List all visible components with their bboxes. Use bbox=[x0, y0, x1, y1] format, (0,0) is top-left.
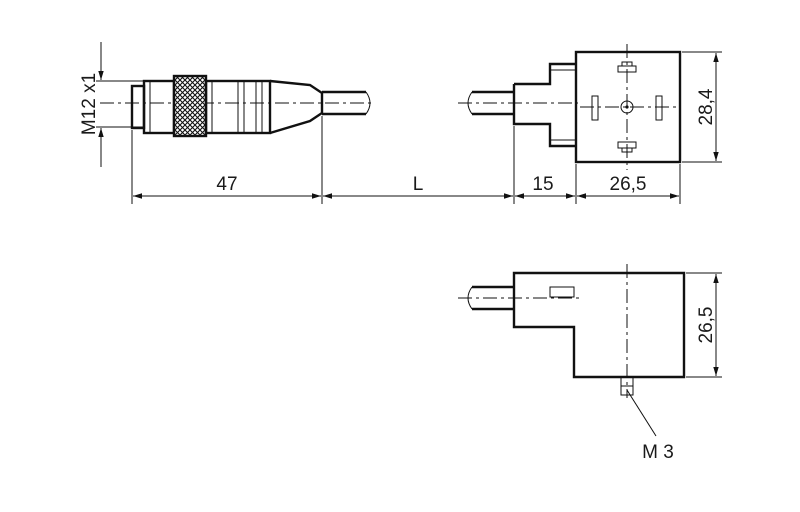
cable-left bbox=[322, 90, 366, 116]
m12-connector bbox=[100, 74, 372, 138]
cable-gland bbox=[512, 84, 576, 148]
valve-body-front bbox=[574, 50, 682, 164]
dim-text-28-4: 28,4 bbox=[696, 88, 717, 125]
dim-text-l: L bbox=[413, 174, 424, 195]
dim-text-26-5-side: 26,5 bbox=[696, 307, 717, 344]
dim-text-m12: M12 x1 bbox=[79, 73, 100, 135]
knurled-nut bbox=[172, 74, 208, 138]
strain-relief bbox=[269, 79, 324, 135]
contact-right bbox=[655, 95, 663, 121]
cable-side bbox=[472, 285, 514, 311]
thread-body bbox=[142, 79, 176, 135]
valve-body-side bbox=[512, 271, 686, 379]
valve-connector-front bbox=[458, 44, 682, 170]
dim-text-47: 47 bbox=[216, 174, 237, 195]
centre-screw-hole bbox=[620, 100, 634, 114]
screw-leader bbox=[626, 389, 657, 437]
cable-right bbox=[472, 90, 514, 116]
dim-text-26-5: 26,5 bbox=[610, 174, 647, 195]
dim-text-15: 15 bbox=[532, 174, 553, 195]
dim-text-m3: M 3 bbox=[642, 442, 674, 463]
dimension-lines bbox=[96, 42, 722, 378]
valve-connector-side bbox=[458, 264, 686, 437]
thread-tip bbox=[130, 84, 146, 130]
contact-left bbox=[591, 95, 599, 121]
